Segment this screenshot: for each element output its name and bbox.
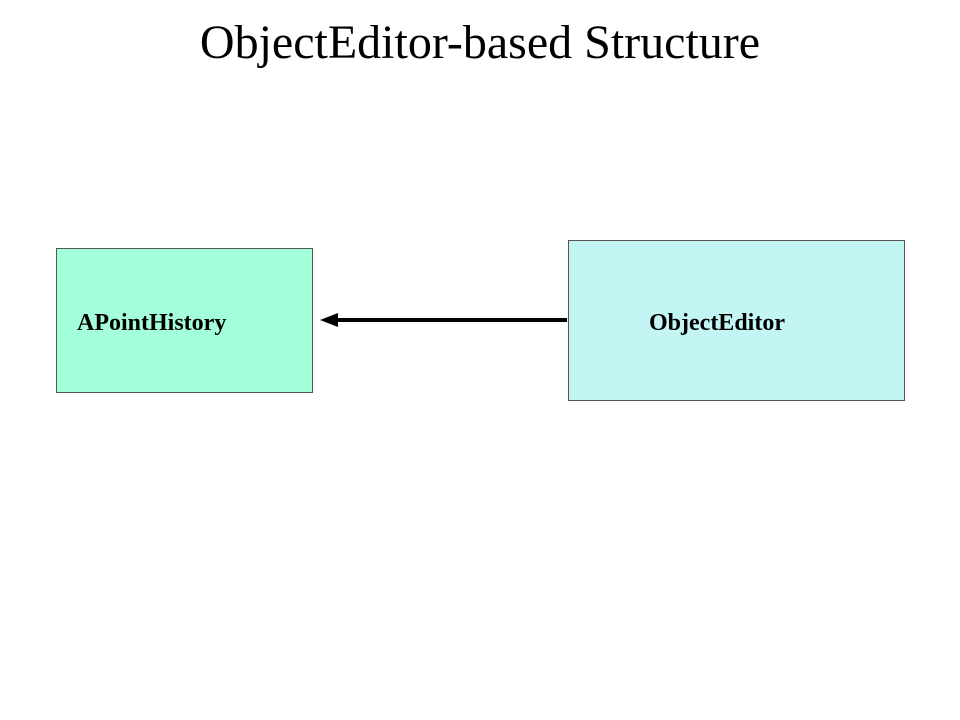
- objecteditor-label: ObjectEditor: [649, 310, 785, 336]
- objecteditor-box: ObjectEditor: [568, 240, 905, 401]
- apointhistory-label: APointHistory: [77, 310, 227, 336]
- apointhistory-box: APointHistory: [56, 248, 313, 393]
- arrow-head: [320, 313, 338, 327]
- slide-title: ObjectEditor-based Structure: [199, 16, 761, 69]
